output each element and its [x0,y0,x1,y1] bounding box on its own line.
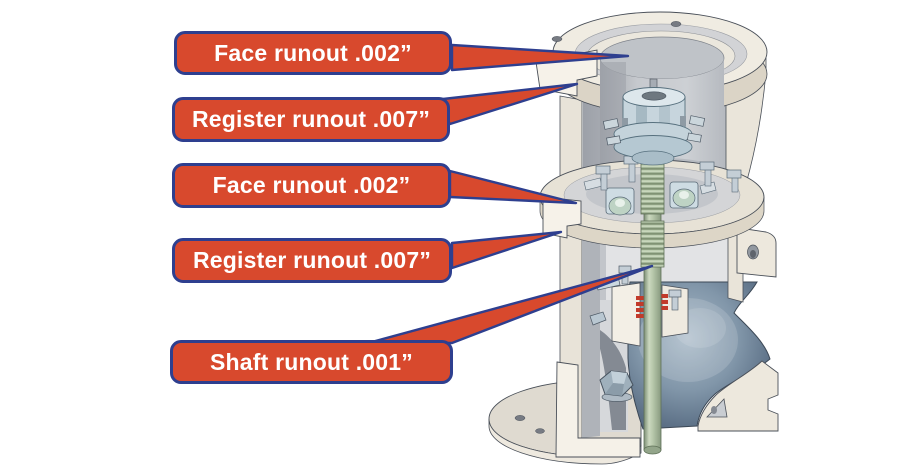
callout-register-runout-mid: Register runout .007” [172,238,452,283]
casing-hex-bolt [599,370,634,402]
leader-lines [366,43,654,345]
motor-mount-flange [535,11,768,186]
bolt-hole [551,36,563,42]
callout-face-runout-top: Face runout .002” [174,31,452,75]
callout-face-runout-mid: Face runout .002” [172,163,451,208]
leader-register-runout-top [432,82,579,126]
pump-shaft [640,149,665,455]
casing-foot-right [697,360,779,432]
gland-hardware [583,155,742,216]
callout-shaft-runout: Shaft runout .001” [170,340,453,384]
leader-face-runout-top [450,43,630,72]
bolt-hole [535,428,545,434]
stuffing-box-assembly [589,265,689,347]
bolt-hole [670,21,682,27]
callout-label: Face runout .002” [214,39,412,66]
column-foot [555,361,641,458]
packing-rings [636,294,668,318]
bolt-hole [514,415,526,421]
callout-label: Face runout .002” [212,172,411,198]
callout-label: Register runout .007” [192,247,432,273]
callout-label: Register runout .007” [191,106,431,132]
leader-register-runout-mid [450,230,563,270]
shaft-threads [640,220,665,268]
callout-label: Shaft runout .001” [210,348,413,375]
callout-register-runout-top: Register runout .007” [172,97,450,142]
shaft-coupling [602,78,706,166]
